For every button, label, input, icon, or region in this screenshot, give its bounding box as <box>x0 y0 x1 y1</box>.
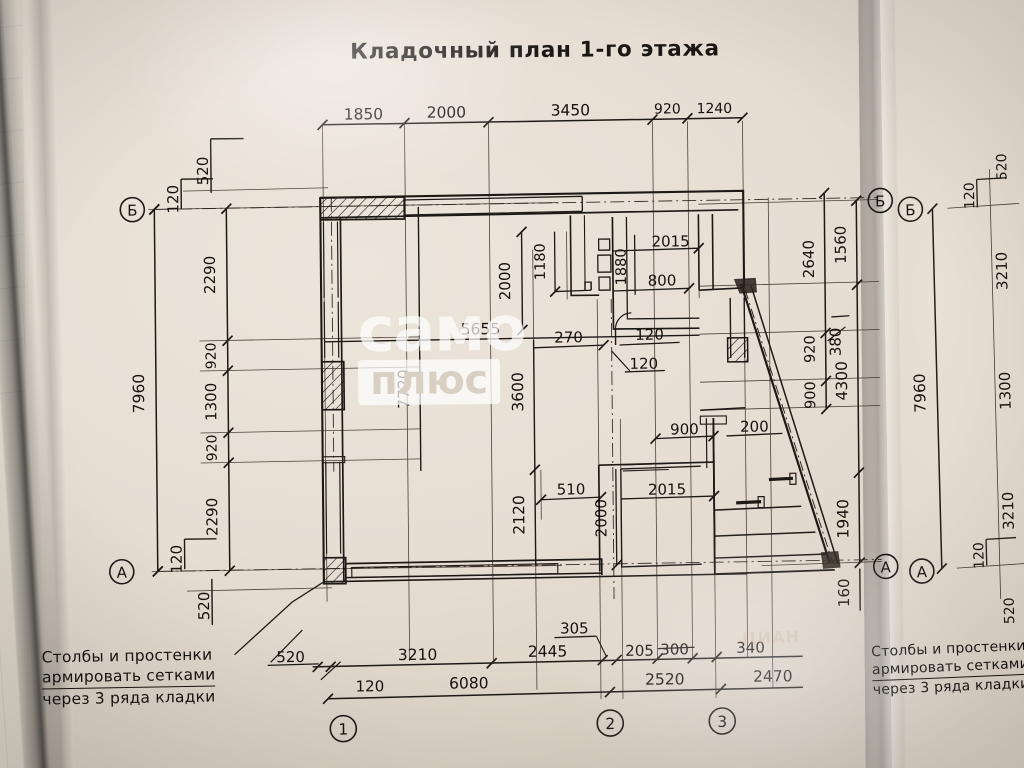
dim-2520: 2520 <box>645 670 685 688</box>
dim-900-right: 900 <box>803 381 819 409</box>
dim-520-botleft: 520 <box>195 592 213 621</box>
dim-top-5: 1240 <box>696 101 732 117</box>
right-page-3210-bot: 3210 <box>999 491 1018 530</box>
right-page-520-top: 520 <box>994 153 1011 180</box>
dim-left-3: 1300 <box>202 383 220 421</box>
dim-top-3: 3450 <box>551 101 591 119</box>
note-reinforcement-left: Столбы и простенки армировать сетками че… <box>41 644 216 709</box>
dim-120-bottom: 120 <box>355 677 384 695</box>
dim-120-botleft: 120 <box>168 545 186 574</box>
dim-120-topleft: 120 <box>164 185 182 214</box>
dim-2445: 2445 <box>528 642 568 660</box>
dim-1180: 1180 <box>533 243 549 280</box>
dim-left-5: 2290 <box>203 498 221 536</box>
dim-305: 305 <box>560 619 589 637</box>
dim-3210-bottom: 3210 <box>398 646 438 664</box>
right-page-120-bot: 120 <box>971 542 988 569</box>
dim-900: 900 <box>670 420 699 438</box>
axis-label-B-right: Б <box>875 192 885 210</box>
dim-2015-upper: 2015 <box>651 232 689 250</box>
room-marker-p: п <box>583 275 594 294</box>
dim-2470: 2470 <box>753 667 793 685</box>
page-title: Кладочный план 1-го этажа <box>350 36 720 65</box>
axis-label-A: А <box>117 564 128 582</box>
dim-4300: 4300 <box>833 361 851 401</box>
right-page-120-top: 120 <box>962 182 979 209</box>
dim-left-1: 2290 <box>201 256 219 294</box>
dim-120-b: 120 <box>629 355 658 373</box>
note-left-line-3: через 3 ряда кладки <box>42 687 216 709</box>
dim-top-4: 920 <box>654 101 681 117</box>
right-page-1300: 1300 <box>996 371 1015 410</box>
dim-1940: 1940 <box>834 499 852 539</box>
right-page-520-bot: 520 <box>1002 597 1019 624</box>
dim-2015-lower: 2015 <box>648 480 686 498</box>
axis-label-B: Б <box>127 202 137 220</box>
dim-2000-lower: 2000 <box>592 499 610 537</box>
dim-left-4: 920 <box>204 434 220 461</box>
dim-6080: 6080 <box>449 674 489 692</box>
axis-label-3: 3 <box>717 713 727 731</box>
dim-3600: 3600 <box>509 372 527 412</box>
dim-120-a: 120 <box>635 326 664 344</box>
dim-520-bottom: 520 <box>276 648 305 666</box>
dim-1880: 1880 <box>614 248 630 285</box>
dim-top-1: 1850 <box>344 105 384 123</box>
right-page-axis-label-A: А <box>917 563 928 581</box>
note-reinforcement-right: Столбы и простенки армировать сетками че… <box>871 637 1024 700</box>
dim-800: 800 <box>648 271 677 289</box>
dim-270: 270 <box>554 328 583 346</box>
dim-510: 510 <box>557 480 586 498</box>
dim-left-2: 920 <box>204 342 220 369</box>
right-page-3210-top: 3210 <box>993 252 1012 291</box>
dim-920-right: 920 <box>803 335 819 363</box>
dim-2000-interior: 2000 <box>496 262 514 300</box>
axis-label-A-right: А <box>881 558 892 576</box>
right-page-overall: 7960 <box>911 373 930 413</box>
note-left-line-2: армировать сетками <box>41 664 216 690</box>
dim-left-overall: 7960 <box>130 374 148 414</box>
axis-label-1: 1 <box>338 721 348 739</box>
dim-300: 300 <box>660 640 689 658</box>
dim-205: 205 <box>625 642 654 660</box>
dim-7720: 7720 <box>395 369 413 409</box>
dim-520-topleft: 520 <box>194 157 212 186</box>
right-page-axis-label-B: Б <box>905 201 916 219</box>
dim-340: 340 <box>736 639 765 657</box>
dim-380: 380 <box>826 327 844 356</box>
dim-1560: 1560 <box>831 226 849 264</box>
dim-top-2: 2000 <box>427 103 467 121</box>
dim-2640: 2640 <box>800 240 818 278</box>
dim-2120: 2120 <box>510 495 528 535</box>
dim-200: 200 <box>740 418 769 436</box>
dim-160: 160 <box>835 578 853 607</box>
axis-label-2: 2 <box>605 715 615 733</box>
dim-5655: 5655 <box>461 320 501 338</box>
